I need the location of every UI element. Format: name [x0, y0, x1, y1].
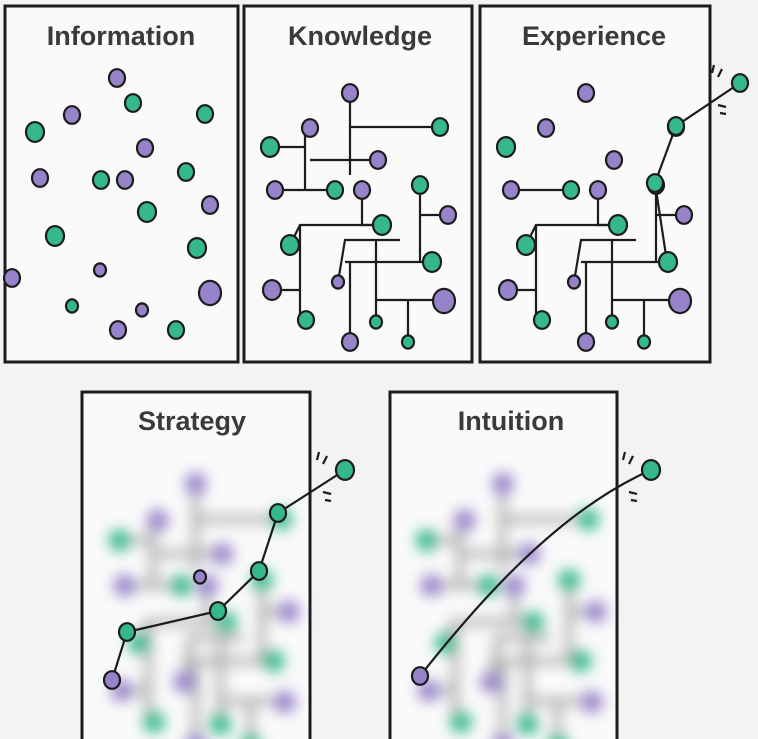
purple-node [261, 279, 283, 302]
emphasis-marks [710, 64, 727, 116]
green-node [495, 136, 517, 159]
connection-line [572, 238, 636, 283]
panel-title: Intuition [458, 406, 564, 436]
green-node [136, 201, 158, 224]
experience-path [653, 82, 741, 263]
panel-intuition: Intuition [388, 390, 662, 739]
green-node [666, 116, 686, 136]
purple-node [30, 168, 50, 188]
purple-node [501, 180, 521, 200]
green-node [730, 73, 750, 93]
green-node [176, 162, 196, 182]
green-node [166, 320, 186, 340]
panel-title: Experience [522, 21, 666, 51]
green-node [640, 459, 662, 482]
green-node [636, 334, 652, 350]
purple-node [667, 287, 693, 315]
green-node [296, 310, 316, 330]
green-node [325, 180, 345, 200]
green-node [430, 117, 450, 137]
purple-node [497, 279, 519, 302]
panel-title: Knowledge [288, 21, 432, 51]
intuition-path [419, 468, 652, 677]
purple-node [134, 302, 150, 318]
connection-line [336, 238, 400, 283]
purple-node [340, 83, 360, 103]
purple-node [108, 320, 128, 340]
purple-node [536, 118, 556, 138]
purple-node [197, 279, 223, 307]
panel-experience: Experience [478, 4, 750, 364]
green-node [64, 298, 80, 314]
purple-node [330, 274, 346, 290]
green-node [607, 214, 629, 237]
green-node [371, 214, 393, 237]
emphasis-marks [621, 451, 638, 503]
purple-node [92, 262, 108, 278]
green-node [195, 104, 215, 124]
purple-node [340, 332, 360, 352]
purple-node [566, 274, 582, 290]
blurred-background-network [108, 472, 300, 739]
purple-node [604, 150, 624, 170]
purple-node [576, 83, 596, 103]
purple-node [588, 180, 608, 200]
purple-node [135, 138, 155, 158]
green-node [24, 120, 46, 143]
purple-node [115, 170, 135, 190]
green-node [604, 314, 620, 330]
emphasis-marks [315, 451, 332, 503]
purple-node [368, 150, 388, 170]
purple-node [576, 332, 596, 352]
panel-title: Information [47, 21, 196, 51]
panel-knowledge: Knowledge [242, 4, 474, 364]
panel-strategy: Strategy [80, 390, 356, 739]
green-node [123, 93, 143, 113]
purple-node [300, 118, 320, 138]
green-node [117, 622, 137, 642]
green-node [259, 136, 281, 159]
green-node [91, 170, 111, 190]
green-node [515, 234, 537, 257]
green-node [421, 251, 443, 274]
green-node [561, 180, 581, 200]
purple-node [102, 670, 122, 690]
purple-node [674, 205, 694, 225]
green-node [279, 234, 301, 257]
green-node [657, 251, 679, 274]
green-node [410, 175, 430, 195]
green-node [400, 334, 416, 350]
purple-node [352, 180, 372, 200]
purple-node [265, 180, 285, 200]
green-node [44, 225, 66, 248]
purple-node [2, 268, 22, 288]
purple-node [107, 68, 127, 88]
panel-information: Information [2, 4, 240, 364]
panel-title: Strategy [138, 406, 246, 436]
green-node [532, 310, 552, 330]
green-node [268, 503, 288, 523]
green-node [368, 314, 384, 330]
purple-node [431, 287, 457, 315]
green-node [208, 601, 228, 621]
purple-node [438, 205, 458, 225]
purple-node [62, 105, 82, 125]
green-node [249, 561, 269, 581]
green-node [645, 173, 665, 193]
green-node [186, 237, 208, 260]
purple-node [200, 195, 220, 215]
green-node [334, 459, 356, 482]
purple-node [410, 666, 430, 686]
purple-node [192, 569, 208, 585]
